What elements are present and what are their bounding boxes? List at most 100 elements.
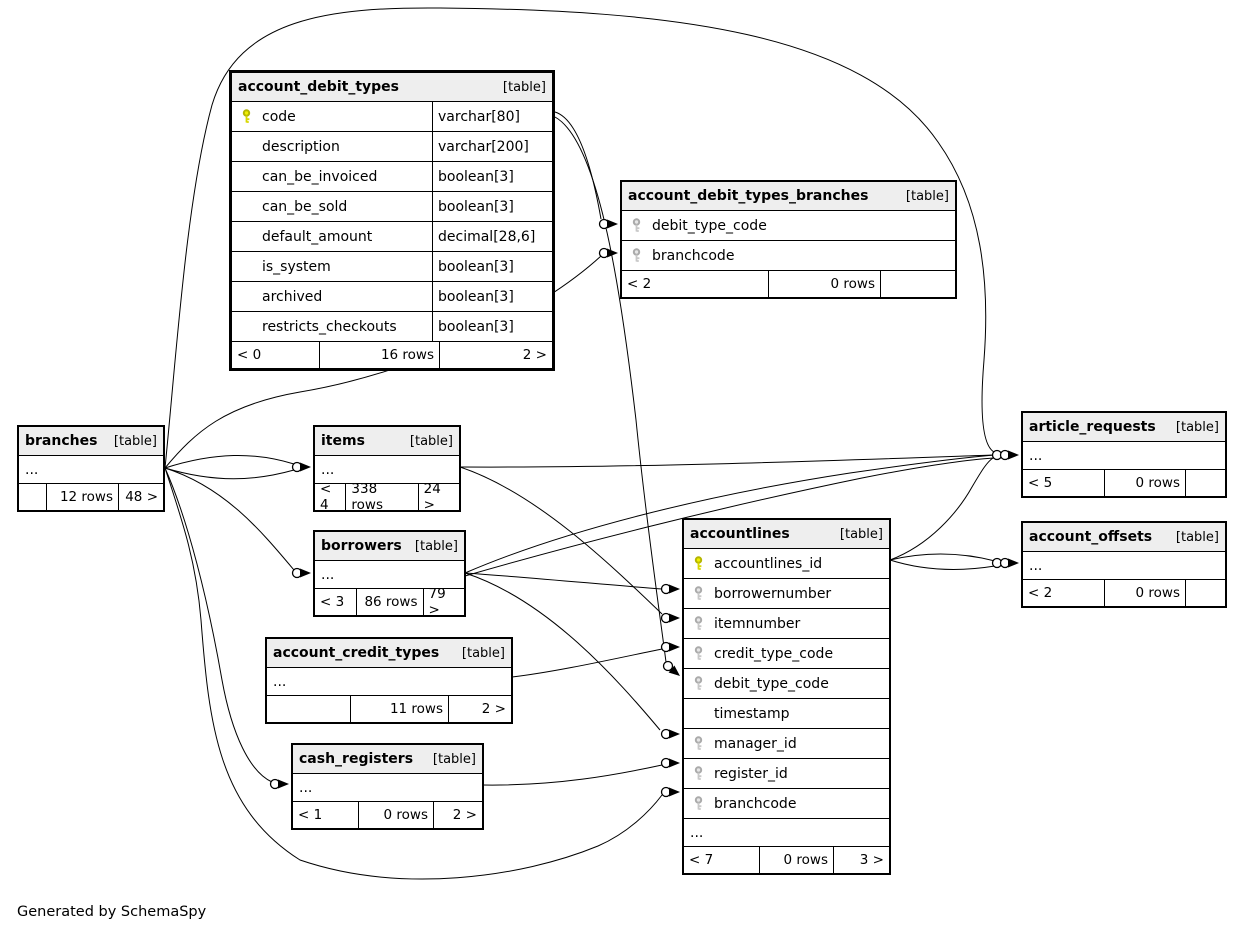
hidden-parents: < 1	[293, 802, 359, 828]
table-tag: [table]	[409, 433, 453, 449]
table-items[interactable]: items [table] ... < 4 338 rows 24 >	[313, 425, 461, 513]
table-account-debit-types-branches[interactable]: account_debit_types_branches [table] deb…	[620, 180, 957, 299]
table-header[interactable]: accountlines [table]	[684, 520, 889, 549]
row-count: 0 rows	[359, 802, 434, 828]
hidden-columns-row: ...	[684, 819, 889, 847]
column-row: branchcode	[622, 241, 955, 271]
table-name: items	[321, 433, 365, 449]
column-row: debit_type_code	[622, 211, 955, 241]
hidden-columns-row: ...	[315, 561, 464, 589]
hidden-parents: < 5	[1023, 470, 1105, 496]
hidden-columns-row: ...	[1023, 442, 1225, 470]
column-name: accountlines_id	[714, 555, 823, 572]
table-footer: < 3 86 rows 79 >	[315, 586, 464, 618]
hidden-children: 48 >	[125, 489, 158, 505]
relationship-curves	[164, 7, 996, 880]
table-accountlines[interactable]: accountlines [table] accountlines_id bor…	[682, 518, 891, 875]
table-name: branches	[25, 433, 98, 449]
column-row: accountlines_id	[684, 549, 889, 579]
generator-credit: Generated by SchemaSpy	[17, 904, 207, 920]
hidden-parents	[267, 696, 351, 722]
table-cash-registers[interactable]: cash_registers [table] ... < 1 0 rows 2 …	[291, 743, 484, 830]
column-type: varchar[200]	[432, 132, 552, 161]
column-type: varchar[80]	[432, 102, 552, 131]
table-article-requests[interactable]: article_requests [table] ... < 5 0 rows	[1021, 411, 1227, 498]
table-tag: [table]	[905, 188, 949, 204]
table-account-offsets[interactable]: account_offsets [table] ... < 2 0 rows	[1021, 521, 1227, 608]
hidden-columns-row: ...	[1023, 552, 1225, 580]
row-count: 0 rows	[1105, 580, 1186, 606]
hidden-children: 79 >	[428, 586, 446, 618]
column-row: debit_type_code	[684, 669, 889, 699]
column-row: borrowernumber	[684, 579, 889, 609]
table-name: accountlines	[690, 526, 790, 542]
table-header[interactable]: items [table]	[315, 427, 459, 456]
hidden-children: 24 >	[423, 481, 441, 513]
column-type: decimal[28,6]	[432, 222, 552, 251]
table-header[interactable]: branches [table]	[19, 427, 163, 456]
column-row: credit_type_code	[684, 639, 889, 669]
table-tag: [table]	[1175, 419, 1219, 435]
table-tag: [table]	[113, 433, 157, 449]
table-borrowers[interactable]: borrowers [table] ... < 3 86 rows 79 >	[313, 530, 466, 618]
hidden-children	[1186, 470, 1225, 496]
row-count: 338 rows	[346, 481, 419, 513]
table-footer: < 0 16 rows 2 >	[232, 342, 552, 368]
row-count: 11 rows	[351, 696, 449, 722]
column-name: restricts_checkouts	[262, 318, 397, 335]
hidden-parents: < 2	[1023, 580, 1105, 606]
column-name: description	[262, 138, 340, 155]
hidden-parents: < 3	[315, 589, 357, 615]
table-name: borrowers	[321, 538, 402, 554]
table-footer: < 7 0 rows 3 >	[684, 847, 889, 873]
row-count: 12 rows	[47, 484, 119, 510]
column-type: boolean[3]	[432, 252, 552, 281]
column-name: branchcode	[714, 795, 797, 812]
table-name: account_offsets	[1029, 529, 1153, 545]
table-header[interactable]: account_offsets [table]	[1023, 523, 1225, 552]
column-row: branchcode	[684, 789, 889, 819]
column-row: itemnumber	[684, 609, 889, 639]
table-header[interactable]: article_requests [table]	[1023, 413, 1225, 442]
relationship-endpoints	[269, 218, 1019, 798]
column-name: is_system	[262, 258, 331, 275]
table-header[interactable]: account_debit_types_branches [table]	[622, 182, 955, 211]
hidden-children: 3 >	[859, 852, 884, 868]
table-account-credit-types[interactable]: account_credit_types [table] ... 11 rows…	[265, 637, 513, 724]
column-name: borrowernumber	[714, 585, 832, 602]
column-name: branchcode	[652, 247, 735, 264]
table-header[interactable]: account_debit_types [table]	[232, 73, 552, 102]
table-header[interactable]: cash_registers [table]	[293, 745, 482, 774]
column-type: boolean[3]	[432, 282, 552, 311]
column-type: boolean[3]	[432, 192, 552, 221]
hidden-children	[881, 271, 955, 297]
column-name: manager_id	[714, 735, 797, 752]
hidden-children: 2 >	[481, 701, 506, 717]
column-row: manager_id	[684, 729, 889, 759]
foreign-key-icon	[694, 615, 703, 630]
foreign-key-icon	[694, 675, 703, 690]
hidden-columns-row: ...	[293, 774, 482, 802]
table-footer: < 2 0 rows	[622, 271, 955, 297]
hidden-children	[1186, 580, 1225, 606]
foreign-key-icon	[694, 585, 703, 600]
column-row: is_system boolean[3]	[232, 252, 552, 282]
table-footer: 12 rows 48 >	[19, 484, 163, 510]
row-count: 86 rows	[357, 589, 424, 615]
table-branches[interactable]: branches [table] ... 12 rows 48 >	[17, 425, 165, 512]
column-name: debit_type_code	[714, 675, 829, 692]
column-row: register_id	[684, 759, 889, 789]
column-name: timestamp	[714, 705, 790, 722]
table-tag: [table]	[839, 526, 883, 542]
table-header[interactable]: borrowers [table]	[315, 532, 464, 561]
hidden-children: 2 >	[522, 347, 547, 363]
table-footer: < 5 0 rows	[1023, 470, 1225, 496]
table-header[interactable]: account_credit_types [table]	[267, 639, 511, 668]
row-count: 0 rows	[760, 847, 834, 873]
row-count: 16 rows	[320, 342, 440, 368]
